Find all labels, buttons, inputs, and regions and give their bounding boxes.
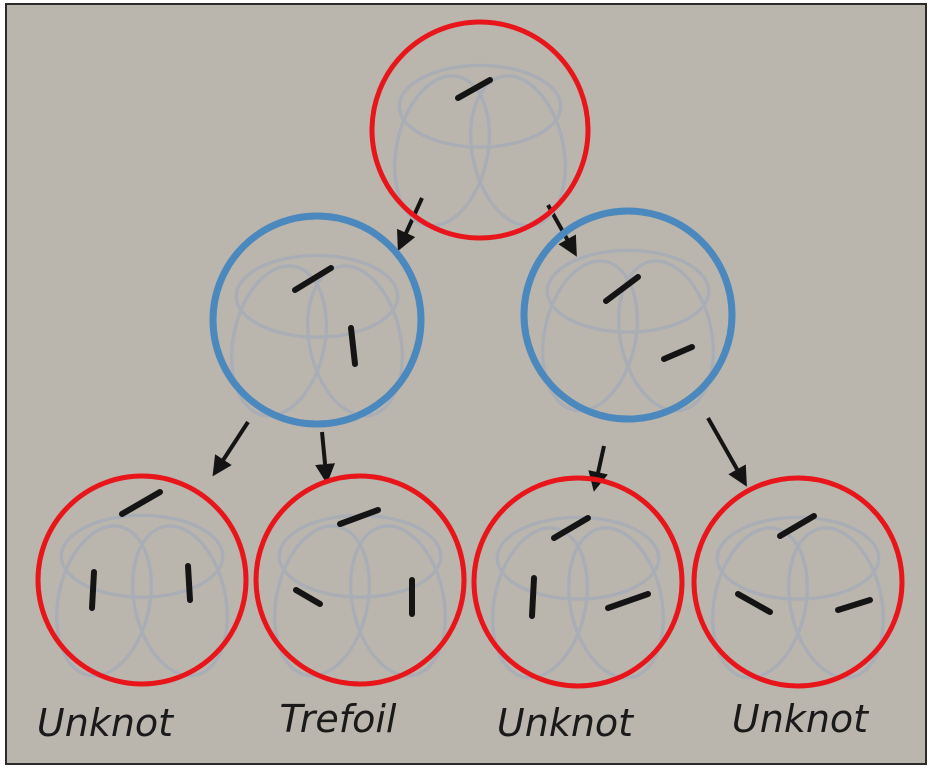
arrow-right-leaf4 bbox=[706, 417, 747, 487]
leaf-node-2 bbox=[253, 473, 467, 687]
leaf-2-label: Trefoil bbox=[279, 697, 396, 741]
crossing-mark bbox=[603, 274, 641, 304]
leaf-node-1 bbox=[35, 473, 249, 687]
crossing-mark bbox=[529, 575, 537, 619]
leaf-1-circle bbox=[35, 473, 249, 687]
crossing-mark bbox=[455, 77, 493, 101]
arrow-right-leaf3 bbox=[588, 445, 608, 492]
crossing-mark bbox=[292, 265, 334, 293]
crossing-mark bbox=[551, 515, 591, 541]
crossing-mark bbox=[777, 513, 817, 539]
middle-right-circle bbox=[520, 207, 736, 423]
root-node bbox=[369, 19, 591, 241]
leaf-node-4 bbox=[691, 475, 905, 689]
crossing-mark bbox=[835, 597, 873, 613]
crossing-mark bbox=[89, 569, 97, 611]
crossing-mark bbox=[119, 489, 163, 517]
leaf-4-circle bbox=[691, 475, 905, 689]
crossing-mark bbox=[185, 563, 193, 603]
crossing-mark bbox=[337, 507, 381, 527]
arrow-left-leaf1 bbox=[212, 420, 250, 477]
leaf-4-label: Unknot bbox=[732, 697, 870, 741]
middle-left-circle bbox=[209, 212, 425, 428]
middle-right-node bbox=[520, 207, 736, 423]
crossing-mark bbox=[293, 587, 323, 607]
leaf-3-label: Unknot bbox=[497, 701, 635, 745]
crossing-mark bbox=[661, 344, 695, 362]
leaf-3-circle bbox=[471, 475, 685, 689]
leaf-2-circle bbox=[253, 473, 467, 687]
arrow-left-leaf2 bbox=[315, 431, 336, 484]
crossing-mark bbox=[605, 591, 651, 611]
crossing-mark bbox=[735, 591, 773, 615]
board-background bbox=[5, 3, 927, 765]
leaf-node-3 bbox=[471, 475, 685, 689]
crossing-mark bbox=[348, 325, 358, 367]
leaf-1-label: Unknot bbox=[37, 701, 175, 745]
middle-left-node bbox=[209, 212, 425, 428]
root-circle bbox=[369, 19, 591, 241]
